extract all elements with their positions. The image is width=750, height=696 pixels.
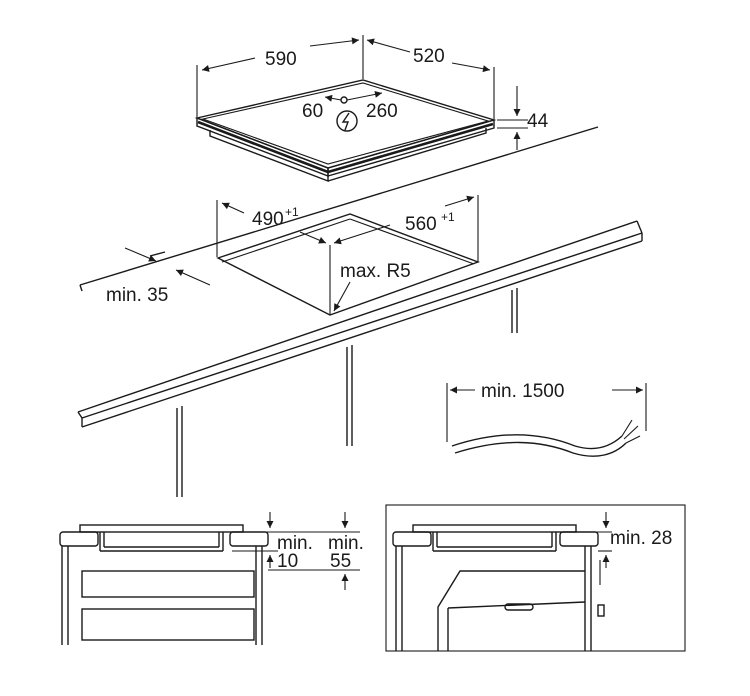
left-section-view <box>59 524 269 645</box>
power-symbol-icon <box>336 110 358 132</box>
cable-offset-right-label: 260 <box>366 101 398 122</box>
hob-depth-dimension: 520 <box>366 38 495 119</box>
gap-label-2: min. <box>328 533 364 554</box>
cable-entry-dimension: 60 260 <box>302 90 398 132</box>
power-cable-drawing <box>451 419 641 457</box>
hob-drawing <box>194 79 497 183</box>
hob-width-dimension: 590 <box>196 35 364 117</box>
front-edge-dimension: min. 35 <box>106 247 211 306</box>
corner-radius-callout: max. R5 <box>333 261 411 312</box>
hob-glass-top <box>194 79 497 169</box>
cable-length-dimension: min. 1500 <box>446 381 647 442</box>
cable-length-label: min. 1500 <box>481 381 564 402</box>
hob-height-label: 44 <box>527 111 549 132</box>
gap-value-2: 55 <box>330 551 351 572</box>
cutout-depth-dimension: 560 +1 <box>333 195 479 262</box>
cutout-width-tolerance: +1 <box>285 205 299 219</box>
hob-side-edge <box>327 119 495 177</box>
cutout-depth-label: 560 <box>405 214 437 235</box>
countertop-legs <box>176 288 518 497</box>
gap-value-1: 10 <box>277 551 298 572</box>
cable-offset-left-label: 60 <box>302 101 323 122</box>
right-gap-label: min. 28 <box>610 528 672 549</box>
right-section-dimensions: min. 28 <box>578 512 672 568</box>
corner-radius-label: max. R5 <box>340 261 411 282</box>
cutout-width-label: 490 <box>252 209 284 230</box>
hob-depth-label: 520 <box>413 46 445 67</box>
front-edge-label: min. 35 <box>106 285 168 306</box>
right-section-view <box>385 504 686 652</box>
cutout-width-dimension: 490 +1 <box>216 200 327 257</box>
hob-height-dimension: 44 <box>497 86 549 150</box>
cutout-depth-tolerance: +1 <box>441 210 455 224</box>
gap-label-1: min. <box>277 533 313 554</box>
hob-width-label: 590 <box>265 49 297 70</box>
hob-glass-top-inner <box>201 82 490 165</box>
left-section-dimensions: min. 10 min. 55 <box>232 512 364 590</box>
countertop <box>77 126 643 428</box>
